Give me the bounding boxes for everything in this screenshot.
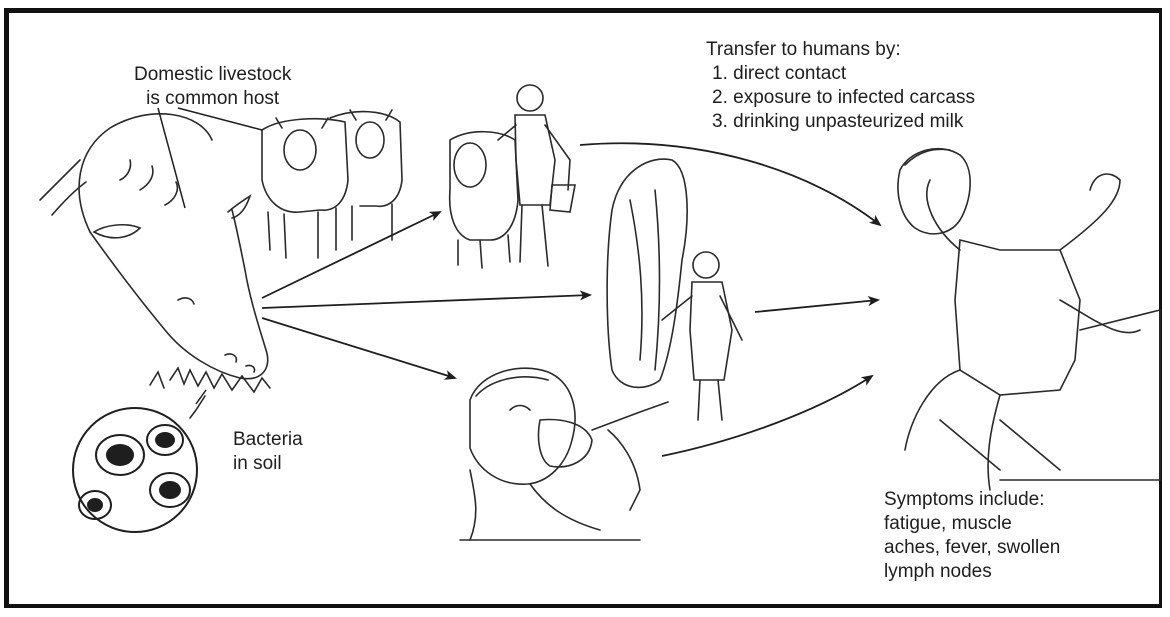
symptoms-line3: aches, fever, swollen (884, 536, 1060, 560)
transfer-list: 1. direct contact 2. exposure to infecte… (706, 62, 975, 134)
transfer-item-milk: 3. drinking unpasteurized milk (706, 110, 975, 134)
farmer-with-cow-illustration (450, 85, 575, 268)
symptoms-line2: fatigue, muscle (884, 512, 1060, 536)
bacteria-colonies-illustration (73, 390, 206, 532)
label-host-line1: Domestic livestock (134, 63, 291, 87)
label-soil-line1: Bacteria (233, 428, 303, 452)
grazing-cow-illustration (40, 114, 270, 418)
transmission-arrows (262, 143, 880, 456)
label-host-line2: is common host (134, 87, 291, 111)
man-drinking-milk-illustration (460, 368, 668, 540)
symptoms-line1: Symptoms include: (884, 488, 1060, 512)
symptoms-line4: lymph nodes (884, 560, 1060, 584)
butcher-with-carcass-illustration (607, 159, 742, 420)
label-symptoms: Symptoms include: fatigue, muscle aches,… (884, 488, 1060, 584)
label-livestock-host: Domestic livestock is common host (134, 63, 291, 111)
sick-man-illustration (898, 149, 1160, 490)
transfer-heading: Transfer to humans by: (706, 38, 975, 62)
cow-pair-illustration (262, 110, 402, 258)
transfer-item-direct-contact: 1. direct contact (706, 62, 975, 86)
transfer-item-carcass: 2. exposure to infected carcass (706, 86, 975, 110)
label-pointer-lines (158, 108, 262, 208)
label-bacteria-soil: Bacteria in soil (233, 428, 303, 476)
label-transfer-routes: Transfer to humans by: 1. direct contact… (706, 38, 975, 134)
label-soil-line2: in soil (233, 452, 303, 476)
